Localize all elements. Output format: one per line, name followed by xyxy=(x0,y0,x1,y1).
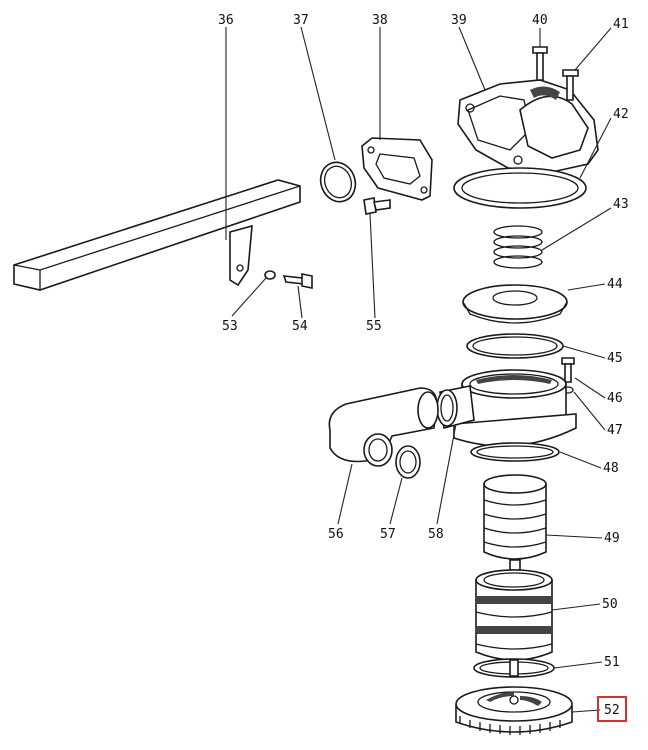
part-37-ring xyxy=(319,161,357,203)
callout-58: 58 xyxy=(428,527,444,542)
part-49-filter xyxy=(483,474,547,571)
part-51-ring xyxy=(473,658,555,678)
callout-40: 40 xyxy=(532,13,548,28)
callout-37: 37 xyxy=(293,13,309,28)
part-43-spring xyxy=(493,225,543,269)
main-body xyxy=(436,369,577,447)
callout-47: 47 xyxy=(607,423,623,438)
part-42-gasket xyxy=(453,167,587,209)
callout-56: 56 xyxy=(328,527,344,542)
part-56-elbow xyxy=(328,387,439,467)
callout-54: 54 xyxy=(292,319,308,334)
callout-36: 36 xyxy=(218,13,234,28)
callout-44: 44 xyxy=(607,277,623,292)
part-40-screw xyxy=(532,46,548,81)
callout-45: 45 xyxy=(607,351,623,366)
leader-lines xyxy=(225,26,612,713)
callout-53: 53 xyxy=(222,319,238,334)
part-36-bar xyxy=(13,179,301,291)
part-45-ring xyxy=(466,333,564,359)
callout-48: 48 xyxy=(603,461,619,476)
callout-55: 55 xyxy=(366,319,382,334)
part-39-cover xyxy=(457,79,599,173)
part-53-washer xyxy=(264,270,276,280)
part-44-plate xyxy=(462,284,568,324)
callout-38: 38 xyxy=(372,13,388,28)
callout-52: 52 xyxy=(604,703,620,718)
part-50-bowl xyxy=(475,569,553,661)
part-52-base xyxy=(455,686,573,735)
callout-43: 43 xyxy=(613,197,629,212)
callout-49: 49 xyxy=(604,531,620,546)
callout-labels: 36 37 38 39 40 41 42 43 44 45 46 47 48 4… xyxy=(218,13,629,722)
part-55-bolt xyxy=(363,197,391,215)
part-46-screw xyxy=(561,357,575,383)
part-38-gasket xyxy=(361,137,433,201)
callout-42: 42 xyxy=(613,107,629,122)
part-54-bolt xyxy=(282,273,313,289)
callout-51: 51 xyxy=(604,655,620,670)
callout-52-highlight-box xyxy=(597,696,627,722)
part-57-ring xyxy=(395,445,421,479)
callout-57: 57 xyxy=(380,527,396,542)
part-41-screw xyxy=(562,69,579,101)
callout-39: 39 xyxy=(451,13,467,28)
callout-41: 41 xyxy=(613,17,629,32)
part-48-gasket xyxy=(470,442,560,462)
callout-46: 46 xyxy=(607,391,623,406)
callout-50: 50 xyxy=(602,597,618,612)
